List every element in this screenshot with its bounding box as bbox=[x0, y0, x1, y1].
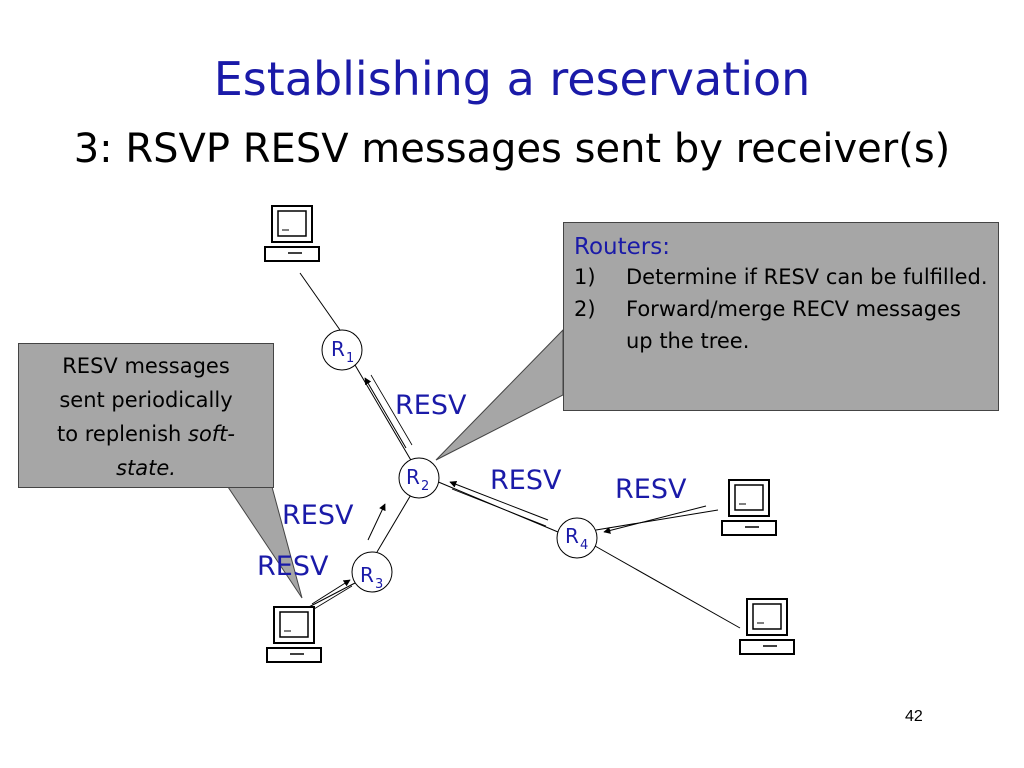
link-r4-host2 bbox=[595, 509, 719, 531]
right-callout-item: 2) Forward/merge RECV messages up the tr… bbox=[574, 293, 990, 357]
right-callout-item: 1) Determine if RESV can be fulfilled. bbox=[574, 261, 990, 293]
link-r2-r3 bbox=[376, 492, 413, 553]
resv-label: RESV bbox=[490, 465, 562, 496]
resv-label: RESV bbox=[282, 500, 354, 531]
router-r4-letter: R bbox=[565, 524, 579, 548]
link-r3-host bbox=[304, 582, 356, 610]
router-r1-sub: 1 bbox=[346, 351, 354, 366]
left-callout-line: sent periodically bbox=[59, 388, 233, 412]
router-r1: R 1 bbox=[321, 329, 363, 371]
left-callout-italic: soft- bbox=[188, 422, 235, 446]
router-r2-sub: 2 bbox=[421, 479, 429, 494]
router-r4-sub: 4 bbox=[580, 538, 588, 553]
page-subtitle: 3: RSVP RESV messages sent by receiver(s… bbox=[73, 126, 951, 172]
item-text: Determine if RESV can be fulfilled. bbox=[626, 265, 988, 289]
arrow-r3-to-r2 bbox=[367, 503, 386, 541]
router-r4: R 4 bbox=[556, 517, 598, 559]
arrow-r2-to-r1 bbox=[364, 377, 407, 449]
router-r3-letter: R bbox=[360, 563, 374, 587]
item-text: Forward/merge RECV messages up the tree. bbox=[626, 297, 961, 353]
left-callout: RESV messages sent periodically to reple… bbox=[18, 343, 274, 488]
left-callout-italic: state. bbox=[116, 456, 176, 480]
arrow-r4-to-r2-line2 bbox=[451, 488, 547, 527]
right-callout-heading: Routers: bbox=[574, 234, 670, 260]
link-r1-r2 bbox=[354, 364, 413, 463]
item-number: 1) bbox=[574, 265, 596, 289]
resv-arrows bbox=[311, 374, 707, 610]
right-callout: Routers: 1) Determine if RESV can be ful… bbox=[563, 222, 999, 411]
host-right-computer-icon bbox=[721, 479, 777, 536]
left-callout-line: to replenish soft- bbox=[19, 417, 273, 451]
left-callout-text: to replenish bbox=[56, 422, 188, 446]
page-title: Establishing a reservation bbox=[213, 52, 811, 106]
page-number: 42 bbox=[905, 708, 923, 725]
arrow-r2-to-r1-line2 bbox=[370, 374, 413, 446]
left-callout-line: state. bbox=[19, 451, 273, 485]
link-host-r1 bbox=[299, 272, 341, 331]
arrow-host-to-r3 bbox=[311, 579, 351, 605]
resv-label: RESV bbox=[257, 551, 329, 582]
router-r2-letter: R bbox=[406, 465, 420, 489]
arrow-r4-to-r2 bbox=[449, 481, 549, 521]
router-r2: R 2 bbox=[398, 457, 440, 499]
network-links bbox=[299, 272, 741, 629]
host-top-computer-icon bbox=[264, 205, 320, 262]
router-r3: R 3 bbox=[351, 551, 393, 593]
item-number: 2) bbox=[574, 297, 596, 321]
resv-label: RESV bbox=[615, 474, 687, 505]
host-bottom-right-computer-icon bbox=[739, 598, 795, 655]
left-callout-line: RESV messages bbox=[62, 354, 230, 378]
arrow-host-to-r3-line2 bbox=[313, 585, 353, 610]
router-r3-sub: 3 bbox=[375, 577, 383, 592]
arrow-host-to-r4 bbox=[603, 505, 707, 534]
host-bottom-left-computer-icon bbox=[266, 606, 322, 663]
router-r1-letter: R bbox=[331, 337, 345, 361]
resv-label: RESV bbox=[395, 390, 467, 421]
link-r4-host bbox=[594, 545, 741, 629]
